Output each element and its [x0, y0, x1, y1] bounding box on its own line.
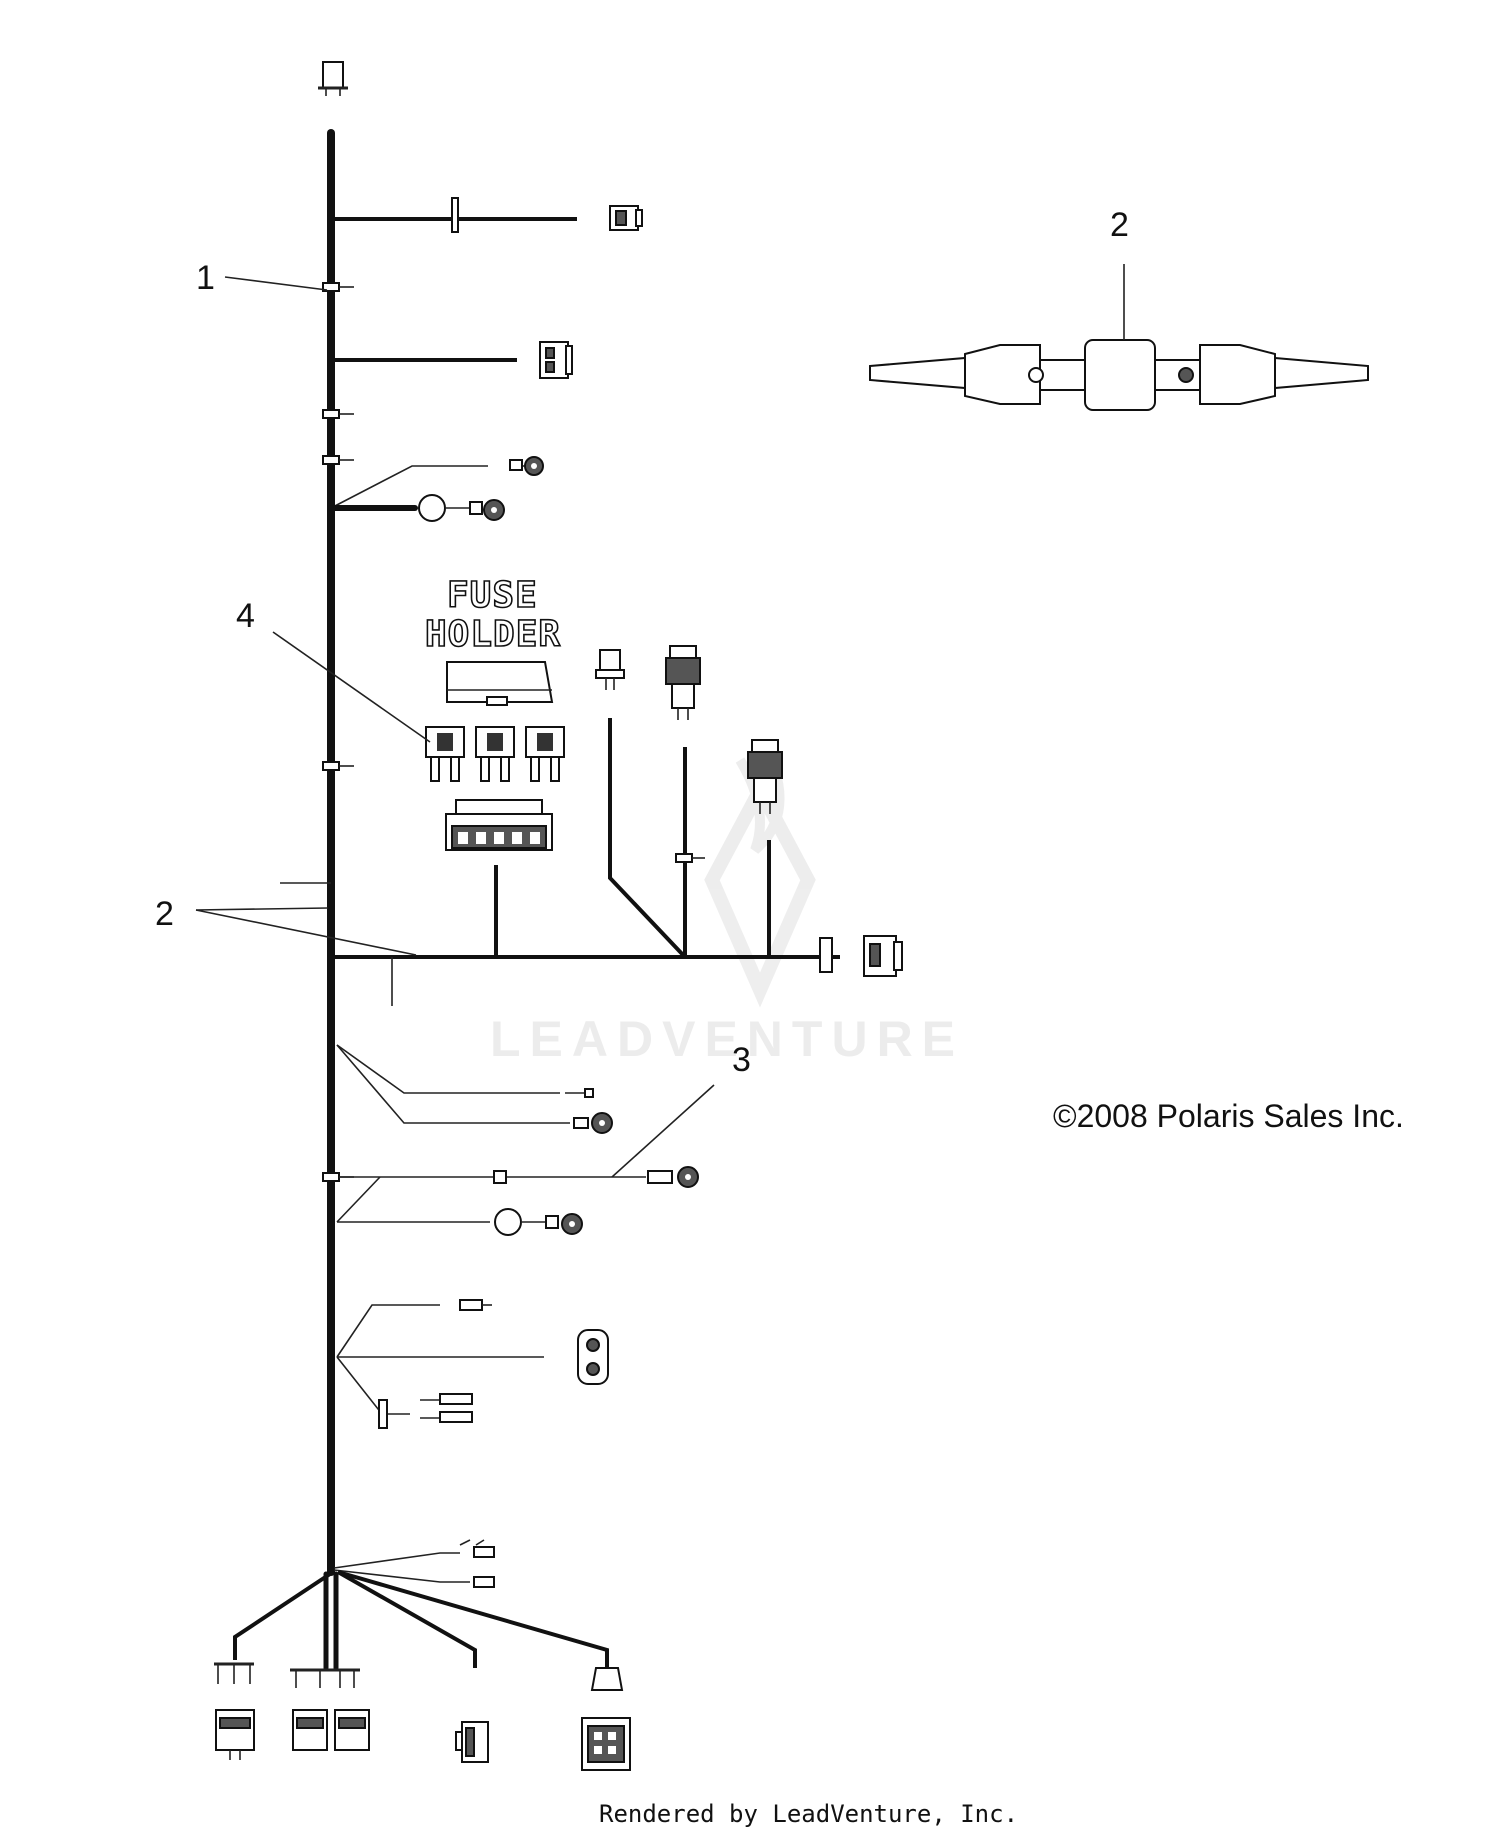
clamp-sleeve-icon: [493, 1170, 507, 1184]
connector-1-icon: [609, 205, 643, 231]
fuse-holder-base-icon: [445, 799, 553, 851]
pin-single-icon: [473, 1576, 495, 1588]
callout-3-leader: [611, 1084, 715, 1178]
fuse-holder-label-line2: HOLDER: [425, 614, 561, 655]
sensor-connector-2-icon: [747, 739, 783, 814]
callout-2-left-label: 2: [155, 895, 174, 933]
round-connector-icon: [577, 1329, 609, 1385]
bottom-wire-1: [233, 1570, 335, 1660]
spade-terminals-icon: [420, 1393, 473, 1423]
callout-4-label: 4: [236, 597, 255, 635]
trunk-clip-4-icon: [322, 761, 354, 771]
fan-wire-a: [336, 1304, 440, 1358]
callout-4-leader: [272, 631, 431, 743]
ground-branch-wire-a: [336, 1176, 381, 1223]
callout-2-left-leader-a: [195, 907, 329, 911]
relay-connector-icon: [595, 649, 625, 690]
bottom-connector-2-icon: [290, 1668, 370, 1751]
bullet-connector-icon: [459, 1299, 492, 1311]
top-connector-icon: [318, 61, 348, 96]
ground-terminal-icon: [494, 1208, 583, 1236]
fuse-icon: [425, 726, 565, 782]
ring-terminal-1-icon: [509, 456, 544, 476]
bottom-connector-3-icon: [455, 1721, 489, 1763]
callout-3-label: 3: [732, 1041, 751, 1079]
callout-2-right-label: 2: [1110, 206, 1129, 244]
watermark-text: LEADVENTURE: [490, 1011, 964, 1067]
pin-terminal-icon: [565, 1088, 594, 1098]
fan-wire-c: [336, 1356, 410, 1415]
small-terminal-wire-a: [336, 1044, 560, 1094]
trunk-clip-3-icon: [322, 455, 354, 465]
bottom-connector-1-icon: [214, 1662, 255, 1760]
harness-joint-detail: [869, 339, 1369, 411]
inline-clip-icon: [675, 853, 705, 863]
ring-terminal-3-icon: [573, 1112, 613, 1134]
rendered-by-footer: Rendered by LeadVenture, Inc.: [599, 1800, 1018, 1828]
callout-1-label: 1: [196, 259, 215, 297]
bottom-wire-5: [337, 1570, 609, 1668]
copyright-notice: ©2008 Polaris Sales Inc.: [1053, 1098, 1404, 1134]
sensor-connector-1-icon: [665, 645, 701, 720]
trunk-clip-2-icon: [322, 409, 354, 419]
wire-tie-icon: [451, 197, 459, 233]
callout-2-left-leader-b: [195, 909, 417, 956]
fan-tie-icon: [378, 1399, 388, 1429]
ring-branch-wire-a: [330, 465, 488, 509]
clamp-ring-terminal-icon: [647, 1166, 699, 1188]
bottom-wire-4: [337, 1570, 477, 1668]
bottom-connector-4-icon: [581, 1667, 631, 1771]
small-terminal-wire-b: [336, 1044, 570, 1124]
pin-pair-icon: [459, 1539, 495, 1558]
ring-terminal-2-icon: [418, 494, 505, 522]
fuse-holder-label-line1: FUSE: [447, 575, 538, 616]
connector-2-icon: [539, 341, 573, 379]
trunk-clip-1-icon: [322, 282, 354, 292]
relay-wire: [608, 718, 687, 959]
bottom-fan-wire-a: [333, 1552, 460, 1569]
callout-1-leader: [224, 276, 328, 291]
end-connector-icon: [819, 935, 903, 977]
fuse-holder-cover-icon: [446, 661, 554, 706]
bottom-fan-wire-b: [333, 1569, 470, 1583]
